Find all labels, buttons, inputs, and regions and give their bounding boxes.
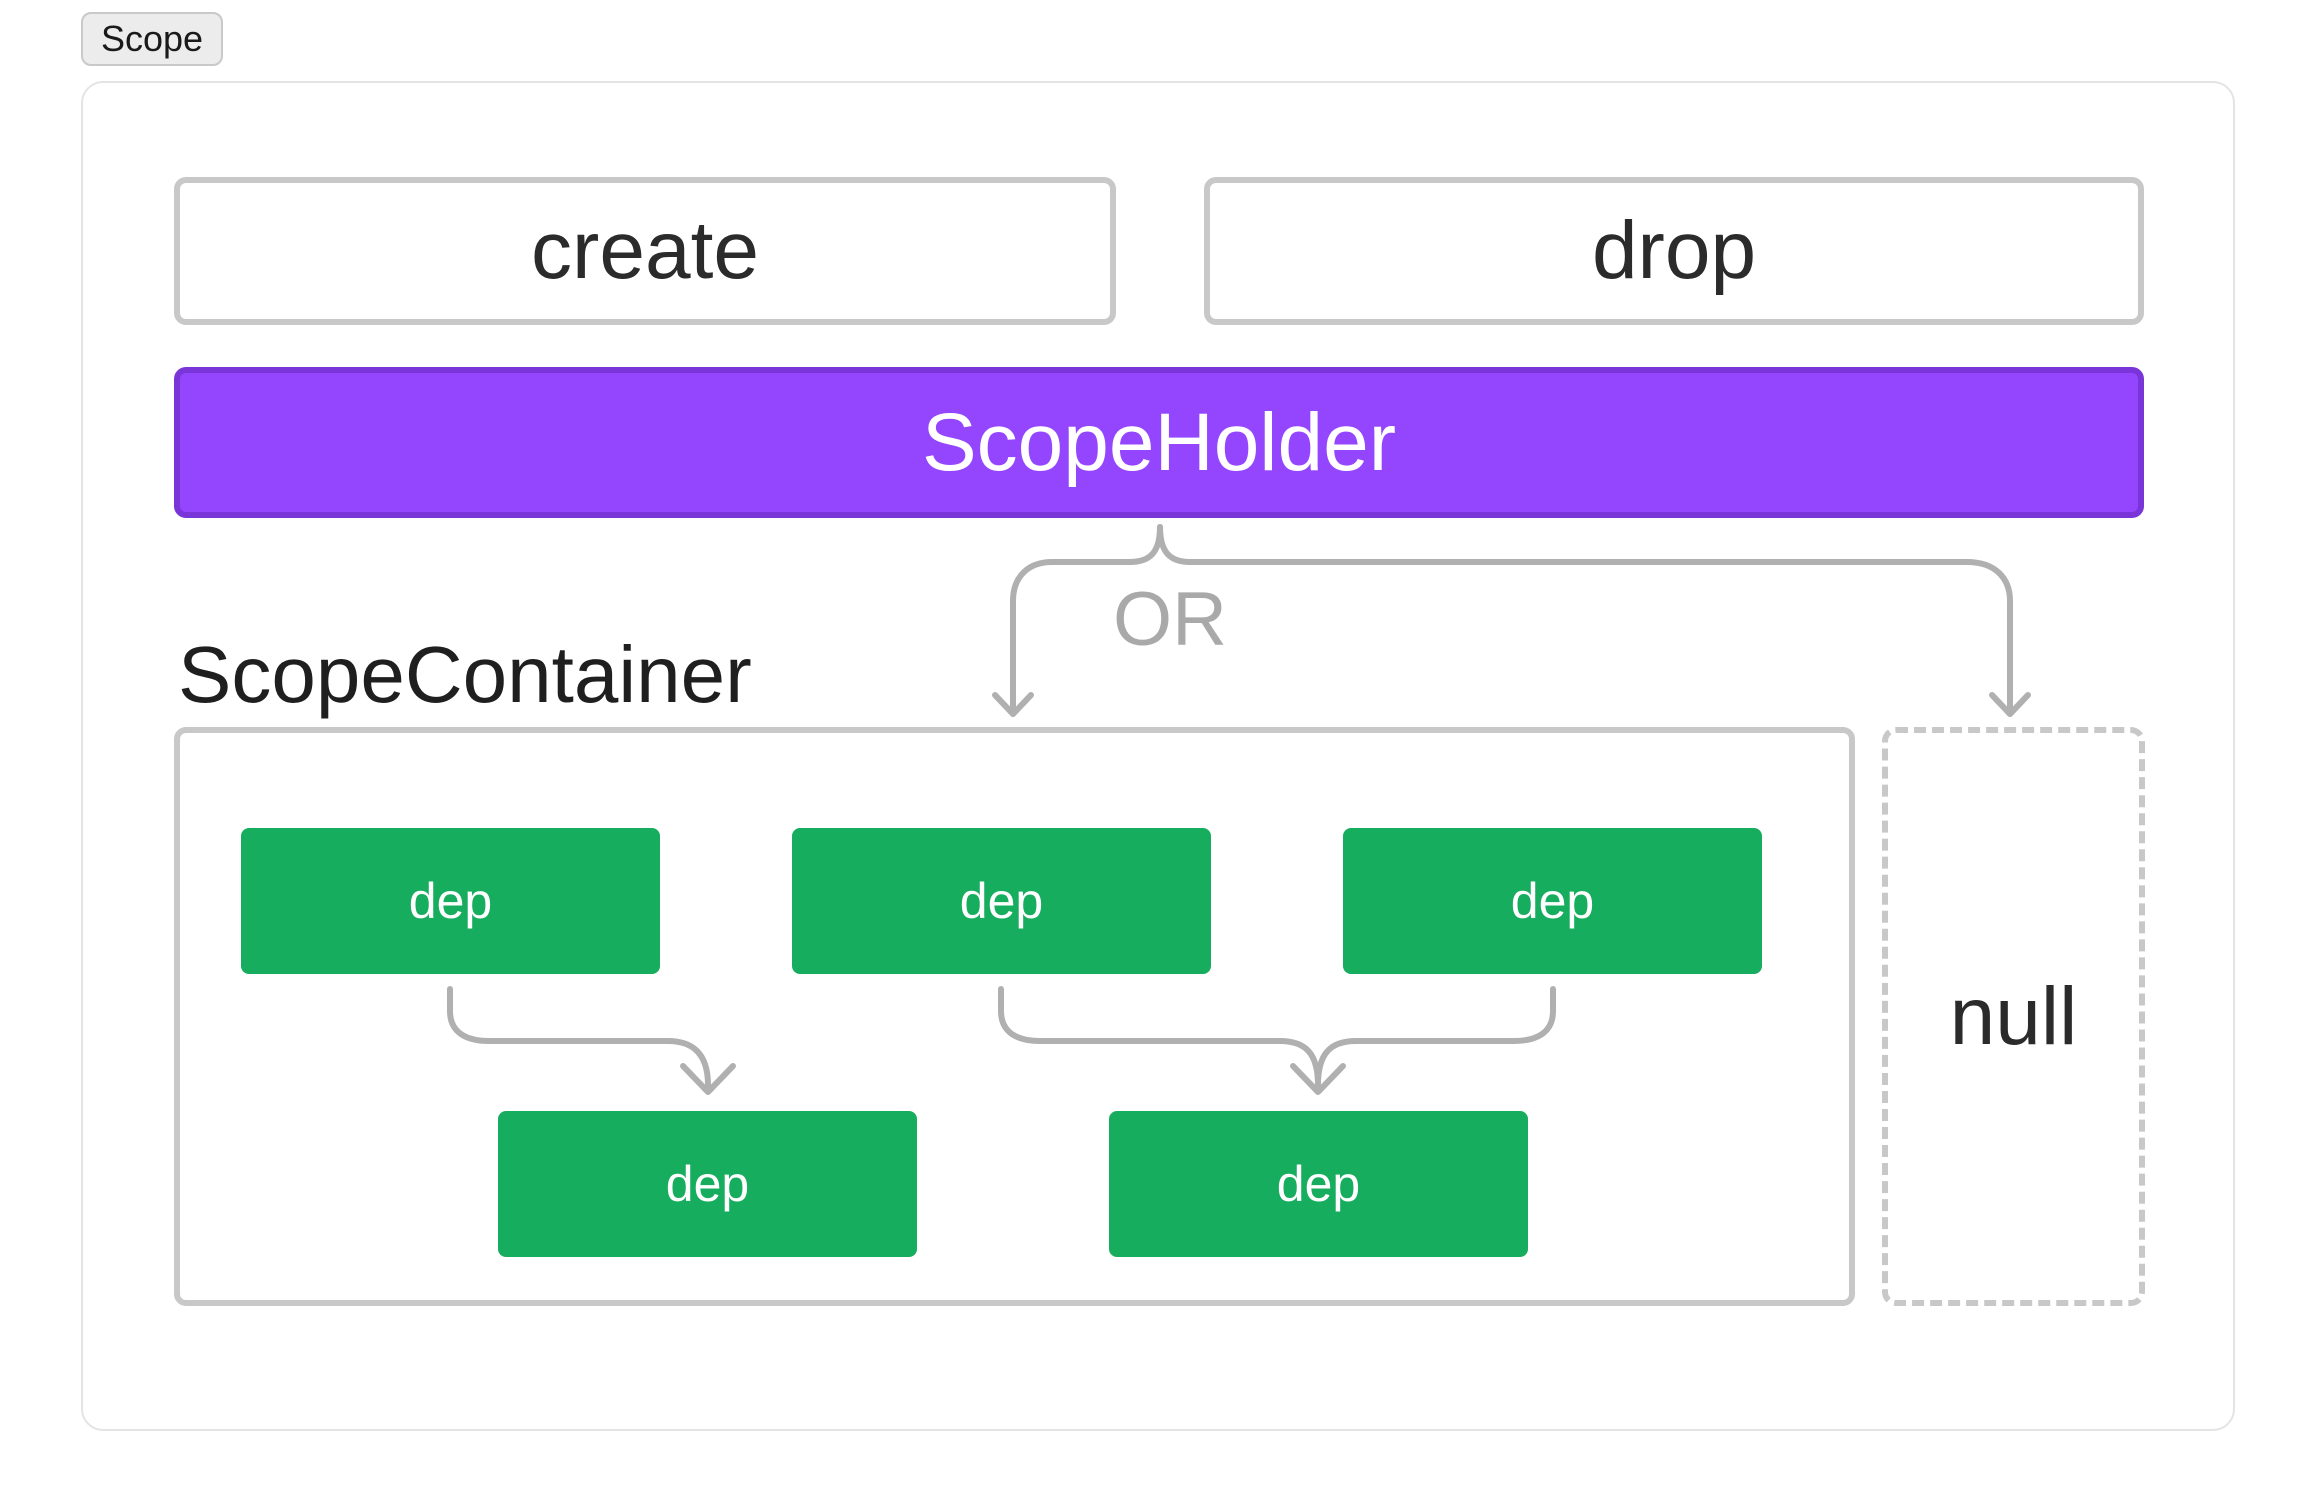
or-label: OR xyxy=(1113,577,1227,662)
scope-tab[interactable]: Scope xyxy=(81,12,223,66)
dep-box: dep xyxy=(498,1111,917,1257)
create-box: create xyxy=(174,177,1116,325)
dep-box: dep xyxy=(241,828,660,974)
scope-holder-box: ScopeHolder xyxy=(174,367,2144,518)
scope-container-title: ScopeContainer xyxy=(178,630,752,719)
null-box: null xyxy=(1882,727,2145,1306)
dep-box: dep xyxy=(792,828,1211,974)
dep-box: dep xyxy=(1109,1111,1528,1257)
dep-box: dep xyxy=(1343,828,1762,974)
scope-container-box xyxy=(174,727,1855,1306)
drop-box: drop xyxy=(1204,177,2144,325)
